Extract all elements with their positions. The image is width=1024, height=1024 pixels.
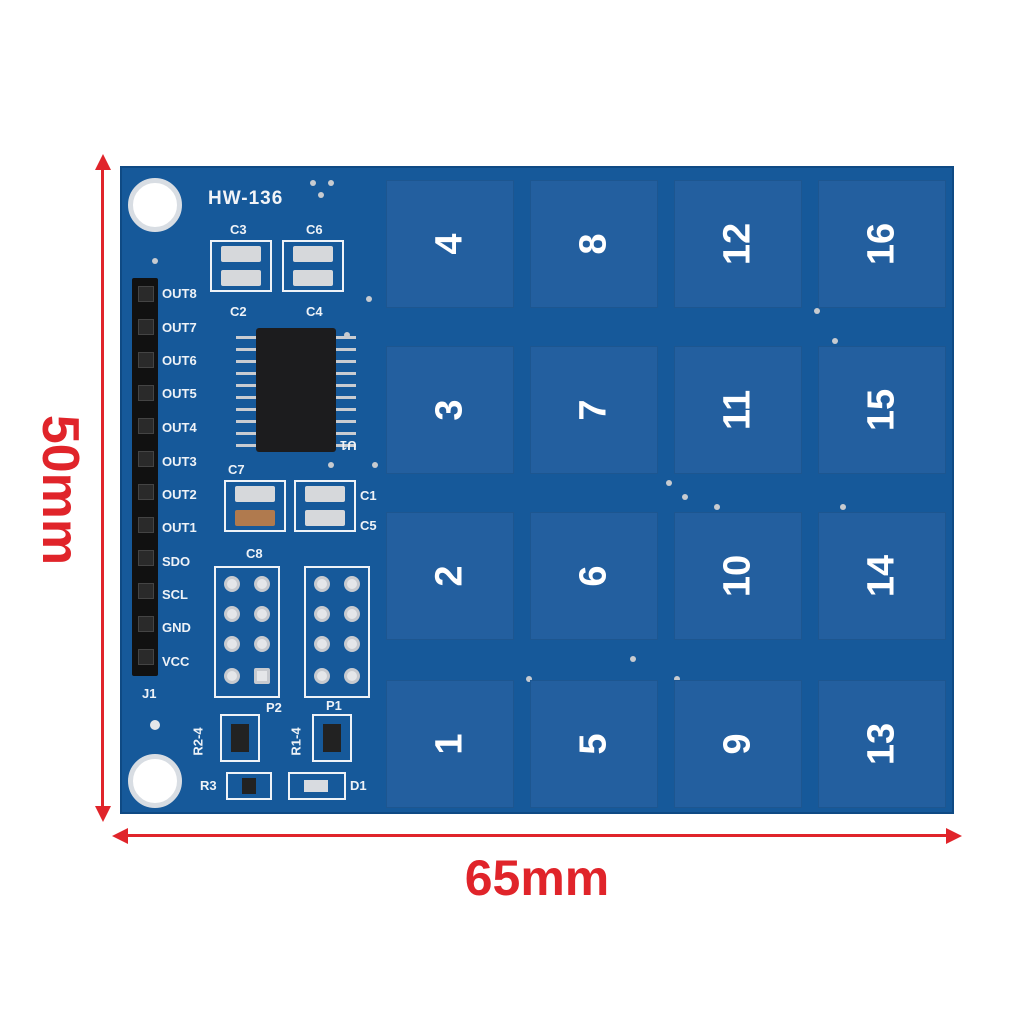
capacitor-c6 [282,240,344,292]
capacitor-c3 [210,240,272,292]
pin-label: OUT7 [162,320,197,335]
pin-label: VCC [162,654,190,669]
led-label: D1 [350,778,367,793]
touch-pad-9[interactable]: 9 [674,680,802,808]
pin-label: GND [162,620,191,635]
touch-pad-3[interactable]: 3 [386,346,514,474]
arrow-up-icon [95,154,111,170]
cap-label: C7 [228,462,245,477]
mounting-hole-top [128,178,182,232]
pin [138,319,154,335]
touch-controller-ic [256,328,336,452]
pin-label: SDO [162,554,191,569]
arrow-left-icon [112,828,128,844]
pin [138,649,154,665]
ic-label: U1 [340,438,357,453]
pin [138,484,154,500]
touch-pad-7[interactable]: 7 [530,346,658,474]
touch-pad-16[interactable]: 16 [818,180,946,308]
cap-label: C4 [306,304,323,319]
pin-label: OUT8 [162,286,197,301]
pin-label: OUT3 [162,454,197,469]
touch-pad-11[interactable]: 11 [674,346,802,474]
touch-pad-8[interactable]: 8 [530,180,658,308]
touch-pad-14[interactable]: 14 [818,512,946,640]
touch-pad-10[interactable]: 10 [674,512,802,640]
pin [138,418,154,434]
width-dimension-line [118,834,954,837]
resistor-label: R3 [200,778,217,793]
pin-label: OUT1 [162,520,197,535]
jumper-p2 [214,566,280,698]
pin-label: OUT2 [162,487,197,502]
cap-label: C6 [306,222,323,237]
capacitor-c1 [294,480,356,532]
touch-pad-1[interactable]: 1 [386,680,514,808]
pin [138,352,154,368]
pin [138,451,154,467]
pin-header [132,278,158,676]
jumper-label: P1 [326,698,342,713]
pin-label: OUT4 [162,420,197,435]
cap-label: C8 [246,546,263,561]
led-d1 [288,772,346,800]
resistor-array-r1 [312,714,352,762]
height-label: 50mm [31,414,89,566]
cap-label: C1 [360,488,377,503]
touch-pad-4[interactable]: 4 [386,180,514,308]
mounting-hole-bottom [128,754,182,808]
pin [138,517,154,533]
resistor-label: R2-4 [190,727,206,756]
resistor-r3 [226,772,272,800]
cap-label: C5 [360,518,377,533]
header-label: J1 [142,686,157,701]
touch-pad-2[interactable]: 2 [386,512,514,640]
pin [138,616,154,632]
touch-pad-5[interactable]: 5 [530,680,658,808]
touch-pad-15[interactable]: 15 [818,346,946,474]
width-label: 65mm [464,850,610,906]
capacitor-c7 [224,480,286,532]
height-dimension-line [101,160,104,818]
resistor-label: R1-4 [288,727,304,756]
indicator-dot [150,720,160,730]
pin-label: OUT5 [162,386,197,401]
pin [138,583,154,599]
pcb-board: HW-136 OUT8 OUT7 OUT6 OUT5 OUT4 OUT3 OUT… [120,166,954,814]
jumper-p1 [304,566,370,698]
pin [138,550,154,566]
pin-label: SCL [162,587,188,602]
touch-pad-13[interactable]: 13 [818,680,946,808]
jumper-label: P2 [266,700,282,715]
cap-label: C3 [230,222,247,237]
cap-label: C2 [230,304,247,319]
board-model: HW-136 [208,188,284,209]
pin-label: OUT6 [162,353,197,368]
arrow-down-icon [95,806,111,822]
pin [138,286,154,302]
resistor-array-r2 [220,714,260,762]
touch-pad-6[interactable]: 6 [530,512,658,640]
touch-pad-12[interactable]: 12 [674,180,802,308]
pin [138,385,154,401]
arrow-right-icon [946,828,962,844]
